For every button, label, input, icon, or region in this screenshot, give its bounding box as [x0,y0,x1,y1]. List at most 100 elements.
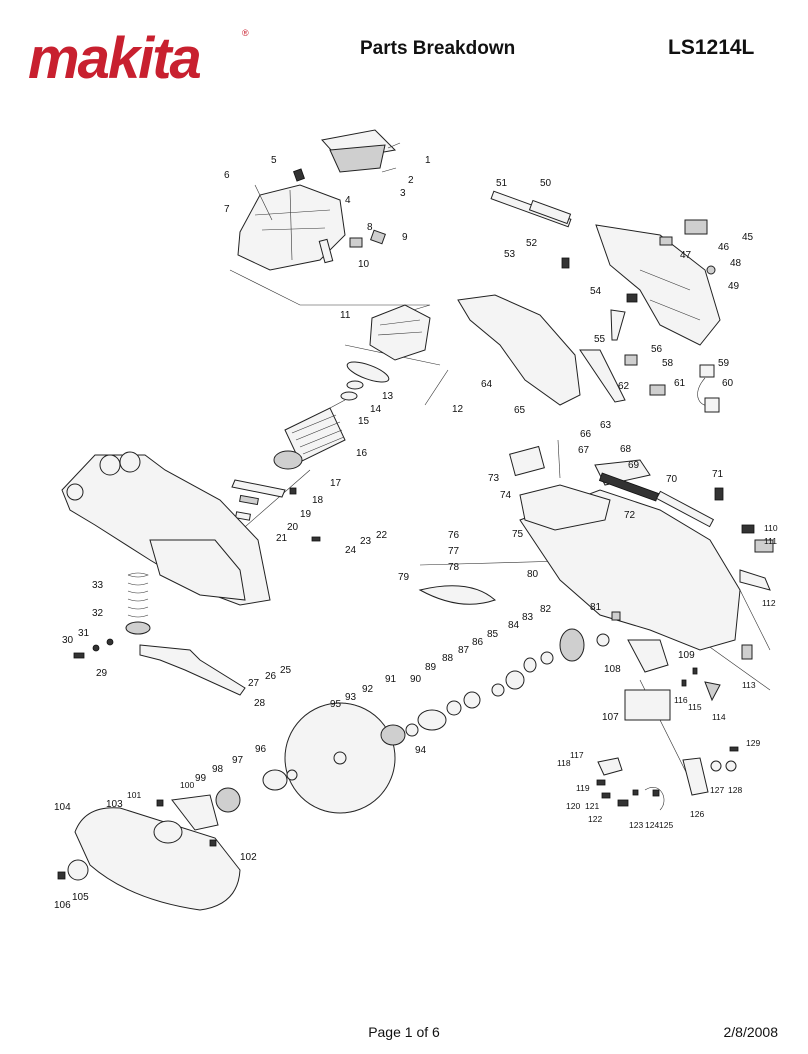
part-label: 66 [580,429,592,440]
part-label: 18 [312,495,324,506]
spindle-gear-group [405,585,621,737]
part-label: 23 [360,536,372,547]
part-label: 67 [578,445,590,456]
part-label: 96 [255,744,267,755]
part-label: 65 [514,405,526,416]
part-label: 88 [442,653,454,664]
part-label: 45 [742,232,754,243]
part-label: 117 [570,750,584,760]
part-label: 53 [504,249,516,260]
part-label: 2 [408,175,414,186]
part-label: 20 [287,522,299,533]
part-label: 46 [718,242,730,253]
part-label: 14 [370,404,382,415]
lower-right-parts [596,524,774,811]
part-label: 9 [402,232,408,243]
part-label: 87 [458,645,470,656]
part-labels: 1 2 3 4 5 6 7 8 9 10 11 12 13 14 15 16 1… [54,155,778,911]
part-label: 32 [92,608,104,619]
part-label: 125 [659,820,673,830]
part-label: 1 [425,155,431,166]
part-label: 21 [276,533,288,544]
part-label: 25 [280,665,292,676]
part-label: 124 [645,820,659,830]
part-label: 108 [604,664,621,675]
part-label: 119 [576,783,590,793]
part-label: 91 [385,674,397,685]
part-label: 47 [680,250,692,261]
part-label: 95 [330,699,342,710]
part-label: 80 [527,569,539,580]
part-label: 128 [728,785,742,795]
parts-breakdown-diagram: 1 2 3 4 5 6 7 8 9 10 11 12 13 14 15 16 1… [54,129,778,911]
part-label: 11 [340,310,351,321]
part-label: 50 [540,178,552,189]
part-label: 75 [512,529,524,540]
part-label: 116 [674,695,688,705]
part-label: 52 [526,238,538,249]
part-label: 77 [448,546,460,557]
part-label: 59 [718,358,730,369]
part-label: 109 [678,650,695,661]
part-label: 31 [78,628,90,639]
part-label: 16 [356,448,368,459]
part-label: 76 [448,530,460,541]
part-label: 93 [345,692,357,703]
part-label: 29 [96,668,108,679]
part-label: 74 [500,490,512,501]
part-label: 127 [710,785,724,795]
makita-logo: makita ® [26,24,256,86]
part-label: 78 [448,562,460,573]
part-label: 49 [728,281,740,292]
part-label: 81 [590,602,602,613]
part-label: 83 [522,612,534,623]
print-date: 2/8/2008 [723,1024,779,1040]
part-label: 12 [452,404,464,415]
part-label: 6 [224,170,230,181]
part-label: 82 [540,604,552,615]
part-label: 115 [688,702,702,712]
part-label: 122 [588,814,602,824]
part-label: 92 [362,684,374,695]
part-label: 123 [629,820,643,830]
part-label: 26 [265,671,277,682]
part-label: 89 [425,662,437,673]
part-label: 28 [254,698,266,709]
part-label: 19 [300,509,312,520]
part-label: 8 [367,222,373,233]
part-label: 121 [585,801,599,811]
part-label: 104 [54,802,71,813]
part-label: 68 [620,444,632,455]
part-label: 4 [345,195,351,206]
part-label: 10 [358,259,370,270]
page-number: Page 1 of 6 [368,1024,440,1040]
part-label: 70 [666,474,678,485]
part-label: 129 [746,738,760,748]
part-label: 79 [398,572,410,583]
brush-parts [231,479,321,542]
part-label: 85 [487,629,499,640]
part-label: 27 [248,678,260,689]
part-label: 22 [376,530,388,541]
part-label: 61 [674,378,686,389]
part-label: 48 [730,258,742,269]
part-label: 105 [72,892,89,903]
part-label: 100 [180,780,194,790]
saw-blade [215,702,406,814]
part-label: 17 [330,478,342,489]
saw-head-body [509,439,771,651]
model-number: LS1214L [668,36,755,59]
part-label: 118 [557,758,571,768]
page-title: Parts Breakdown [360,38,516,59]
part-label: 71 [712,469,724,480]
part-label: 120 [566,801,580,811]
part-label: 126 [690,809,704,819]
part-label: 30 [62,635,74,646]
part-label: 99 [195,773,207,784]
part-label: 7 [224,204,230,215]
blade-guard [57,794,241,911]
part-label: 55 [594,334,606,345]
part-label: 64 [481,379,493,390]
part-label: 84 [508,620,520,631]
part-label: 112 [762,598,776,608]
